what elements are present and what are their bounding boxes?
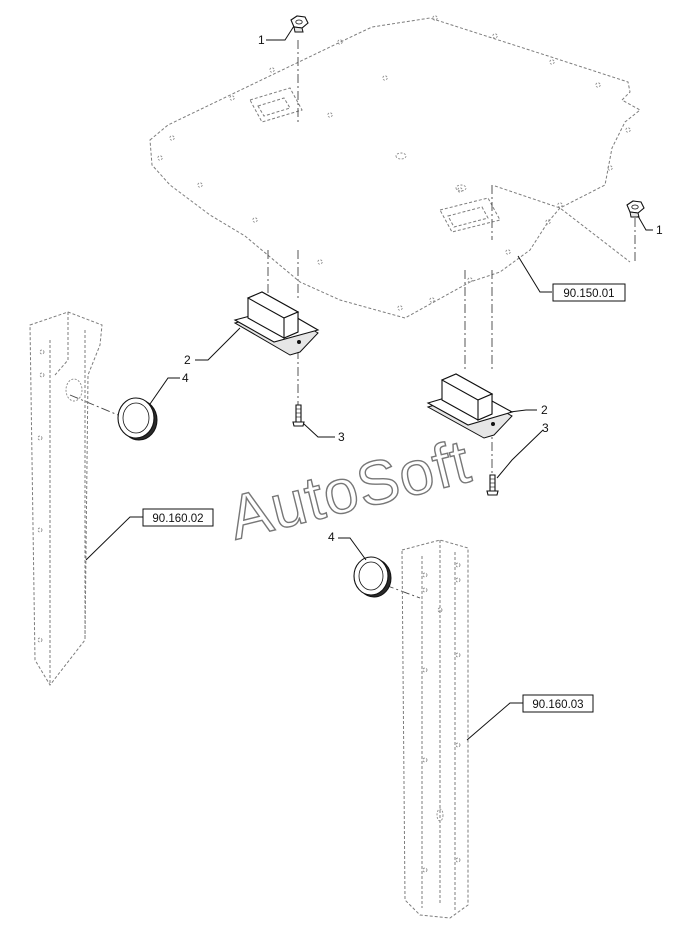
bolt-left — [292, 404, 305, 427]
reference-labels: 90.150.01 90.160.02 90.160.03 — [142, 283, 626, 713]
rubber-mount-right — [426, 373, 514, 439]
ref-platform: 90.150.01 — [563, 288, 614, 300]
callout-labels: 1 1 2 2 3 3 4 4 — [182, 33, 663, 544]
hex-nut-top — [290, 15, 309, 33]
plug-cap-right — [353, 556, 392, 598]
callout-2-left: 2 — [184, 353, 191, 367]
left-post — [29, 311, 103, 686]
hex-nut-right — [626, 200, 645, 218]
platform-holes — [157, 15, 631, 311]
watermark-text: AutoSoft — [222, 427, 477, 553]
rubber-mount-left — [233, 291, 320, 356]
watermark: AutoSoft — [221, 426, 478, 554]
bolt-right — [486, 474, 499, 496]
callout-4-mid: 4 — [328, 530, 335, 544]
callout-1-right: 1 — [656, 223, 663, 237]
callout-4-left: 4 — [182, 371, 189, 385]
callout-2-right: 2 — [541, 403, 548, 417]
callout-3-left: 3 — [338, 430, 345, 444]
leader-lines — [85, 25, 653, 741]
right-post — [401, 539, 469, 919]
ref-left-post: 90.160.02 — [152, 513, 203, 525]
plug-cap-left — [117, 397, 158, 441]
callout-1-top: 1 — [258, 33, 265, 47]
platform-plate — [149, 15, 641, 319]
ref-right-post: 90.160.03 — [532, 699, 583, 711]
assembly-axes — [69, 40, 636, 599]
callout-3-right: 3 — [542, 421, 549, 435]
